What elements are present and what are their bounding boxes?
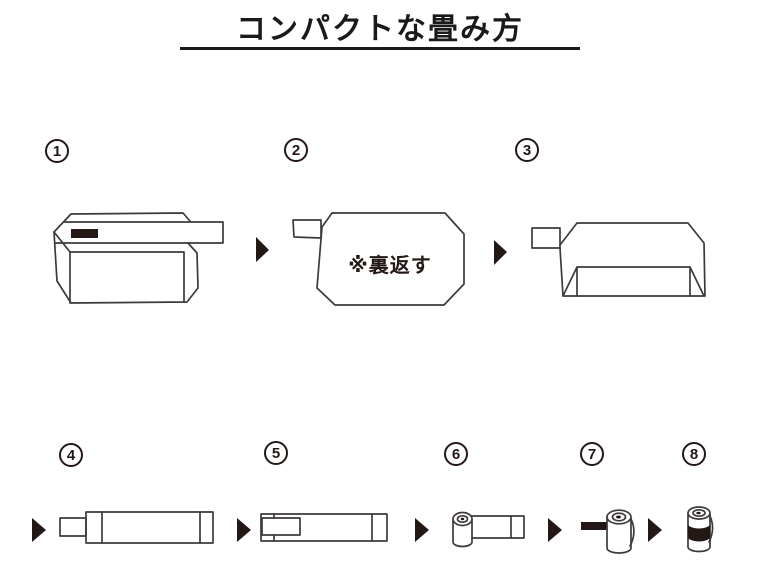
- roll-center: [696, 511, 701, 515]
- right-arrow-icon: [32, 518, 46, 542]
- right-arrow-icon: [237, 518, 251, 542]
- strip-body: [469, 515, 525, 539]
- strap-black-band: [688, 524, 710, 542]
- step-4-badge: 4: [59, 443, 83, 467]
- right-arrow-icon: [415, 518, 429, 542]
- strip-body: [85, 511, 214, 544]
- bag-front-face: [53, 231, 185, 304]
- step-7-badge: 7: [580, 442, 604, 466]
- step-badge-number: 5: [271, 444, 281, 462]
- roll-center: [616, 515, 621, 519]
- roll-center: [460, 517, 465, 521]
- flat-bag-body: [316, 212, 465, 306]
- fold-lines: [101, 511, 201, 544]
- roll-cylinder: [606, 516, 632, 554]
- step4-strip-figure: [59, 511, 214, 544]
- step-8-badge: 8: [682, 442, 706, 466]
- right-arrow-icon: [648, 518, 662, 542]
- step-2-badge: 2: [284, 138, 308, 162]
- title-underline: [180, 47, 580, 50]
- handle-band: [54, 221, 224, 244]
- step2-flat-bag-figure: [292, 212, 465, 306]
- strip-tab: [59, 517, 87, 537]
- step-badge-number: 2: [291, 141, 301, 159]
- step5-strip-folded-figure: [260, 513, 388, 542]
- step-5-badge: 5: [264, 441, 288, 465]
- folded-tab: [261, 517, 301, 536]
- step8-final-roll-figure: [687, 506, 714, 553]
- step6-rolling-figure: [452, 511, 525, 548]
- right-arrow-icon: [494, 240, 507, 265]
- fold-lines: [562, 266, 705, 297]
- strap-black-band: [581, 522, 609, 530]
- strip-end-flap: [708, 515, 714, 543]
- roll-cylinder: [452, 518, 473, 548]
- flip-note: ※裏返す: [348, 255, 432, 277]
- step-1-badge: 1: [45, 139, 69, 163]
- page-title: コンパクトな畳み方: [236, 13, 524, 46]
- step-badge-number: 3: [522, 141, 532, 159]
- strip-body: [260, 513, 388, 542]
- step-badge-number: 4: [66, 446, 76, 464]
- step7-rolled-strap-figure: [581, 509, 635, 554]
- flip-tab: [292, 219, 322, 239]
- fold-lines: [273, 513, 373, 542]
- step-badge-number: 8: [689, 445, 699, 463]
- step3-folded-bag-figure: [531, 222, 706, 297]
- step-6-badge: 6: [444, 442, 468, 466]
- step-3-badge: 3: [515, 138, 539, 162]
- step-badge-number: 1: [52, 142, 62, 160]
- step-badge-number: 6: [451, 445, 461, 463]
- step-badge-number: 7: [587, 445, 597, 463]
- folded-body-outline: [559, 222, 706, 297]
- flip-tab: [531, 227, 561, 249]
- handle-black-mark: [71, 229, 98, 238]
- roll-spiral: [456, 514, 469, 524]
- right-arrow-icon: [256, 237, 269, 262]
- roll-spiral: [692, 508, 706, 518]
- strip-end-flap: [629, 518, 635, 547]
- step1-bag-figure: [53, 212, 224, 304]
- roll-spiral: [611, 512, 627, 522]
- right-arrow-icon: [548, 518, 562, 542]
- bag-top-face: [53, 212, 191, 233]
- bag-outline: [53, 231, 199, 304]
